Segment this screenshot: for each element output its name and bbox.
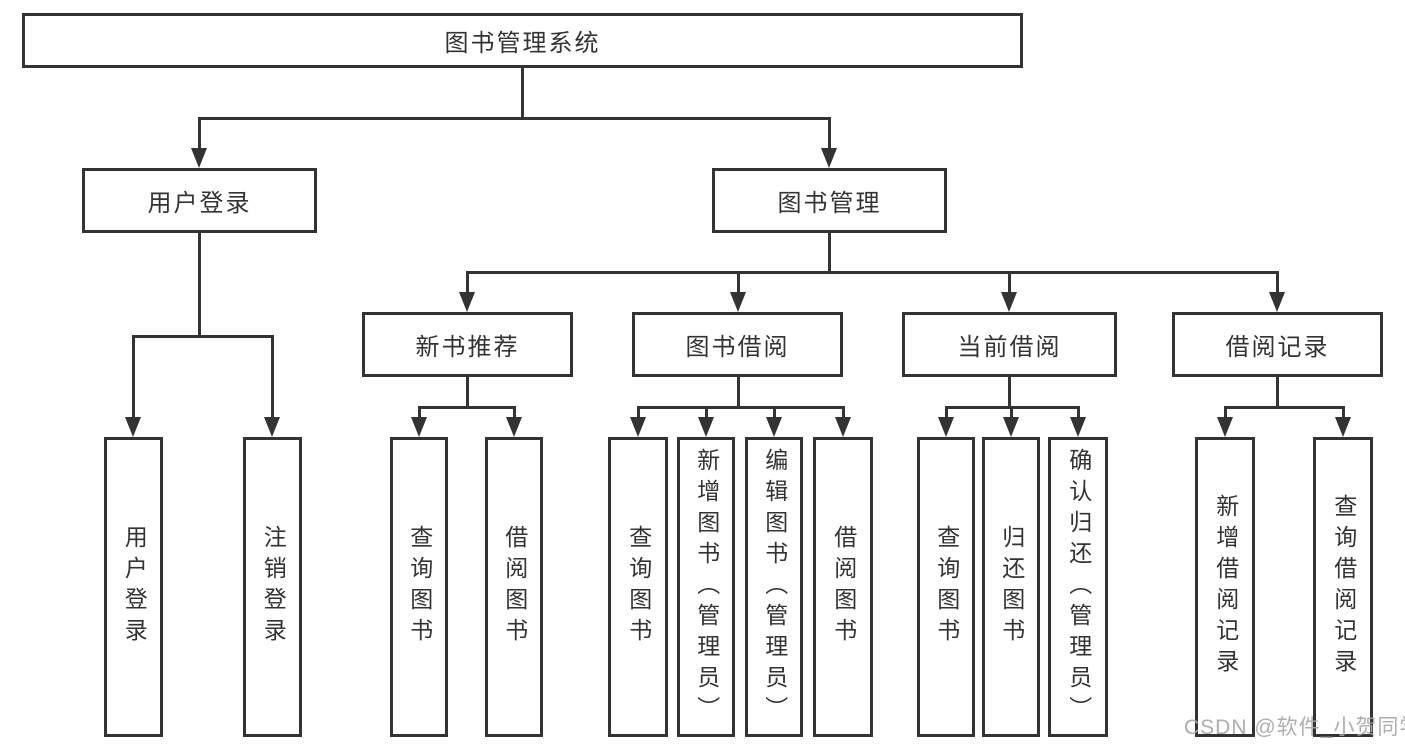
leaf-logout: 注销登录 [243, 437, 302, 737]
connector-arrow [264, 417, 280, 437]
leaf-records-add-label: 新增借阅记录 [1212, 494, 1239, 680]
connector-line [1010, 407, 1013, 419]
connector-arrow [630, 417, 646, 437]
connector-line [1008, 272, 1011, 294]
node-user-login: 用户登录 [82, 168, 317, 233]
leaf-current-return-label: 归还图书 [998, 525, 1025, 649]
connector-line [1008, 377, 1011, 408]
leaf-borrow-edit-book-label: 编辑图书（管理员） [761, 447, 788, 727]
connector-line [842, 407, 845, 419]
leaf-borrow-query: 查询图书 [608, 437, 668, 737]
csdn-watermark: CSDN @软件_小贺同学 [1184, 716, 1405, 739]
leaf-current-query: 查询图书 [917, 437, 975, 737]
node-book-borrow-label: 图书借阅 [685, 334, 790, 361]
connector-line [945, 407, 948, 419]
connector-line [1077, 407, 1080, 419]
connector-arrow [191, 148, 207, 168]
node-user-login-label: 用户登录 [147, 190, 252, 217]
connector-arrow [506, 417, 522, 437]
connector-arrow [835, 417, 851, 437]
node-root-label: 图书管理系统 [444, 30, 601, 57]
node-current-borrow: 当前借阅 [902, 312, 1117, 377]
connector-line [637, 406, 845, 409]
node-new-book-recommend-label: 新书推荐 [415, 334, 520, 361]
connector-line [1342, 407, 1345, 419]
node-book-management-label: 图书管理 [777, 190, 882, 217]
connector-arrow [1335, 417, 1351, 437]
leaf-user-login: 用户登录 [104, 437, 163, 737]
leaf-borrow-edit-book: 编辑图书（管理员） [745, 437, 803, 737]
connector-line [1224, 406, 1345, 409]
connector-line [198, 233, 201, 337]
leaf-current-confirm-return-label: 确认归还（管理员） [1065, 447, 1092, 727]
connector-line [705, 407, 708, 419]
node-borrow-records-label: 借阅记录 [1225, 334, 1330, 361]
leaf-newbook-query-label: 查询图书 [406, 525, 433, 649]
connector-line [466, 271, 1279, 274]
connector-arrow [1269, 292, 1285, 312]
leaf-newbook-borrow: 借阅图书 [485, 437, 543, 737]
connector-line [1224, 407, 1227, 419]
node-book-borrow: 图书借阅 [632, 312, 843, 377]
connector-arrow [1001, 292, 1017, 312]
leaf-current-confirm-return: 确认归还（管理员） [1048, 437, 1108, 737]
connector-arrow [1217, 417, 1233, 437]
connector-line [198, 118, 201, 150]
connector-line [1276, 377, 1279, 408]
node-book-management: 图书管理 [712, 168, 947, 233]
connector-line [418, 407, 421, 419]
leaf-logout-label: 注销登录 [260, 525, 287, 649]
connector-line [773, 407, 776, 419]
connector-line [828, 233, 831, 273]
connector-line [828, 118, 831, 150]
connector-arrow [698, 417, 714, 437]
leaf-newbook-borrow-label: 借阅图书 [501, 525, 528, 649]
connector-arrow [938, 417, 954, 437]
connector-line [198, 117, 831, 120]
connector-line [737, 377, 740, 408]
connector-arrow [1003, 417, 1019, 437]
node-borrow-records: 借阅记录 [1172, 312, 1383, 377]
leaf-records-query-label: 查询借阅记录 [1330, 494, 1357, 680]
connector-line [466, 272, 469, 294]
connector-arrow [821, 148, 837, 168]
connector-line [637, 407, 640, 419]
leaf-borrow-borrow-book: 借阅图书 [813, 437, 873, 737]
leaf-current-return: 归还图书 [982, 437, 1040, 737]
connector-arrow [766, 417, 782, 437]
connector-line [132, 336, 135, 417]
leaf-borrow-query-label: 查询图书 [625, 525, 652, 649]
connector-line [418, 406, 516, 409]
connector-arrow [459, 292, 475, 312]
leaf-user-login-label: 用户登录 [121, 525, 148, 649]
node-current-borrow-label: 当前借阅 [957, 334, 1062, 361]
connector-line [1276, 272, 1279, 294]
leaf-borrow-borrow-book-label: 借阅图书 [830, 525, 857, 649]
connector-line [521, 68, 524, 119]
connector-line [132, 335, 274, 338]
node-new-book-recommend: 新书推荐 [362, 312, 573, 377]
connector-arrow [125, 417, 141, 437]
connector-line [737, 272, 740, 294]
leaf-newbook-query: 查询图书 [390, 437, 448, 737]
connector-arrow [411, 417, 427, 437]
connector-arrow [1070, 417, 1086, 437]
connector-line [513, 407, 516, 419]
leaf-borrow-add-book-label: 新增图书（管理员） [693, 447, 720, 727]
leaf-borrow-add-book: 新增图书（管理员） [677, 437, 735, 737]
leaf-records-query: 查询借阅记录 [1313, 437, 1373, 737]
leaf-records-add: 新增借阅记录 [1195, 437, 1255, 737]
connector-arrow [730, 292, 746, 312]
connector-line [271, 336, 274, 417]
node-root: 图书管理系统 [22, 13, 1023, 68]
leaf-current-query-label: 查询图书 [933, 525, 960, 649]
connector-line [466, 377, 469, 408]
